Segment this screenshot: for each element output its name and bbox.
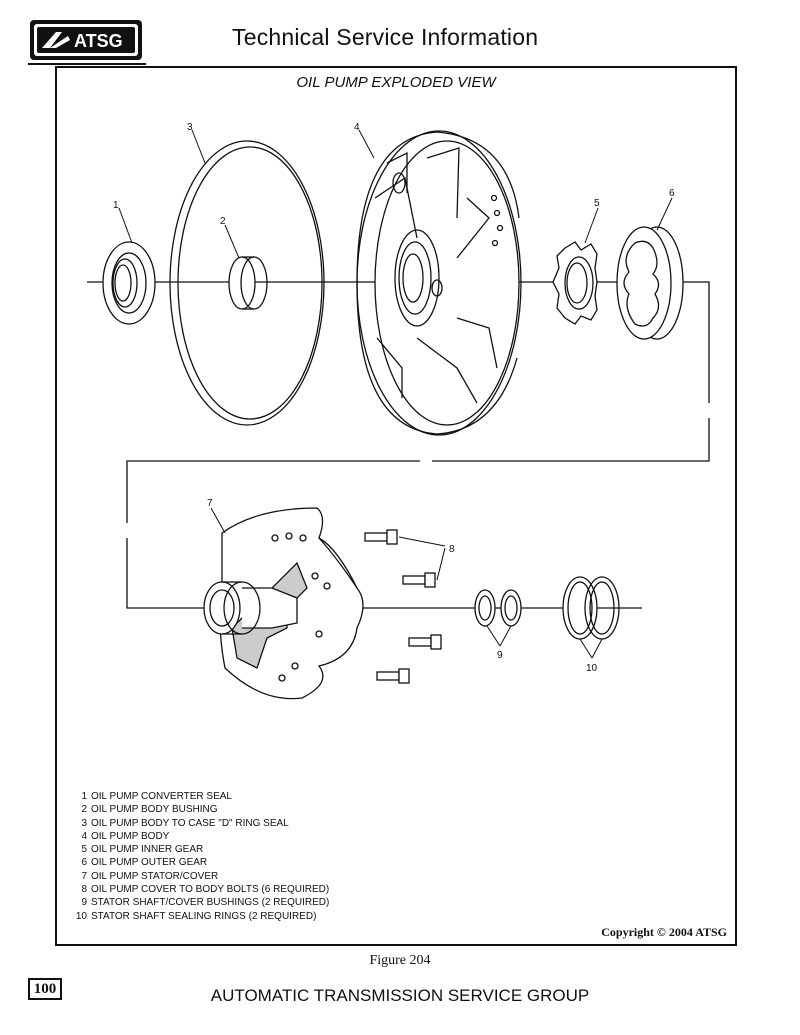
bolt <box>364 529 398 545</box>
exploded-view-diagram: 1 2 3 4 5 6 7 8 9 10 <box>87 122 711 700</box>
page-footer: AUTOMATIC TRANSMISSION SERVICE GROUP <box>210 986 590 1005</box>
callout-2: 2 <box>220 216 226 227</box>
d-ring-seal-part <box>169 140 325 426</box>
oil-pump-body-part <box>356 130 522 436</box>
figure-title: OIL PUMP EXPLODED VIEW <box>296 74 496 91</box>
page-header-title: Technical Service Information <box>232 24 539 50</box>
callout-7: 7 <box>207 498 213 509</box>
callout-6: 6 <box>669 188 675 199</box>
callout-1: 1 <box>113 200 119 211</box>
bolt <box>402 572 436 588</box>
converter-seal-part <box>102 241 156 325</box>
bolt <box>376 668 410 684</box>
bolt <box>408 634 442 650</box>
page-number: 100 <box>28 978 62 1000</box>
callout-4: 4 <box>354 122 360 133</box>
copyright-notice: Copyright © 2004 ATSG <box>601 925 727 939</box>
cover-bolts-part <box>364 529 442 684</box>
stator-bushings-part <box>474 589 522 627</box>
inner-gear-part <box>552 241 598 325</box>
callout-5: 5 <box>594 198 600 209</box>
callout-9: 9 <box>497 650 503 661</box>
stator-cover-part <box>203 507 364 700</box>
logo-text: ATSG <box>74 31 123 51</box>
callout-8: 8 <box>449 544 455 555</box>
figure-frame: OIL PUMP EXPLODED VIEW <box>55 66 737 946</box>
pump-body-bushing-part <box>228 256 268 310</box>
header-rule <box>28 63 146 65</box>
callout-3: 3 <box>187 122 193 133</box>
callout-10: 10 <box>586 663 598 674</box>
outer-gear-part <box>616 226 684 340</box>
figure-caption: Figure 204 <box>369 953 431 968</box>
atsg-logo: ATSG <box>28 18 144 62</box>
